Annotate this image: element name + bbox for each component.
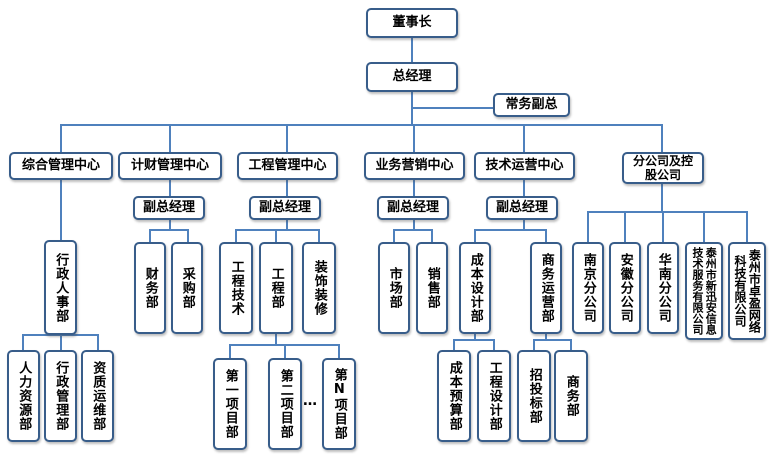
center-technical-operations: 技术运营中心: [474, 152, 575, 180]
dept-engineering-tech: 工程技术: [219, 242, 253, 334]
vice-gm-engineering: 副总经理: [249, 196, 321, 220]
dept-bidding: 招投标部: [517, 350, 551, 442]
chairman-box: 董事长: [366, 8, 458, 38]
center-planning-finance: 计财管理中心: [118, 152, 222, 180]
dept-project-2: 第二项目部: [268, 358, 302, 450]
dept-engineering-design: 工程设计部: [477, 350, 511, 442]
dept-engineering: 工程部: [259, 242, 293, 334]
center-engineering-management: 工程管理中心: [237, 152, 338, 180]
dept-cost-budget: 成本预算部: [437, 350, 471, 442]
branch-huanan: 华南分公司: [647, 242, 679, 334]
more-projects-ellipsis: …: [303, 393, 317, 409]
vice-gm-planning-finance: 副总经理: [133, 196, 205, 220]
dept-procurement: 采购部: [171, 242, 203, 334]
branch-anhui: 安徽分公司: [609, 242, 641, 334]
dept-market: 市场部: [378, 242, 410, 334]
dept-sales: 销售部: [416, 242, 448, 334]
vice-gm-business-marketing: 副总经理: [377, 196, 449, 220]
dept-qualification-ops: 资质运维部: [81, 350, 114, 442]
dept-human-resources: 人力资源部: [7, 350, 40, 442]
dept-admin-hr: 行政人事部: [44, 240, 77, 335]
dept-commerce: 商务部: [554, 350, 588, 442]
center-subsidiaries: 分公司及控股公司: [622, 152, 704, 184]
branch-nanjing: 南京分公司: [572, 242, 604, 334]
vice-gm-technical-operations: 副总经理: [486, 196, 558, 220]
dept-business-ops: 商务运营部: [530, 242, 562, 334]
executive-vp-box: 常务副总: [493, 93, 570, 117]
center-business-marketing: 业务营销中心: [364, 152, 465, 180]
dept-project-1: 第一项目部: [213, 358, 247, 450]
dept-admin-management: 行政管理部: [44, 350, 77, 442]
subsidiary-taizhou-zhuoying: 泰州市卓盈网络科技有限公司: [728, 242, 766, 340]
subsidiary-taizhou-xinxun: 泰州市新迅安信息技术服务有限公司: [685, 242, 723, 340]
dept-decoration: 装饰装修: [302, 242, 336, 334]
dept-cost-design: 成本设计部: [459, 242, 491, 334]
dept-finance: 财务部: [134, 242, 166, 334]
dept-project-n: 第N项目部: [322, 358, 356, 450]
general-manager-box: 总经理: [366, 62, 458, 92]
center-general-management: 综合管理中心: [9, 152, 113, 180]
